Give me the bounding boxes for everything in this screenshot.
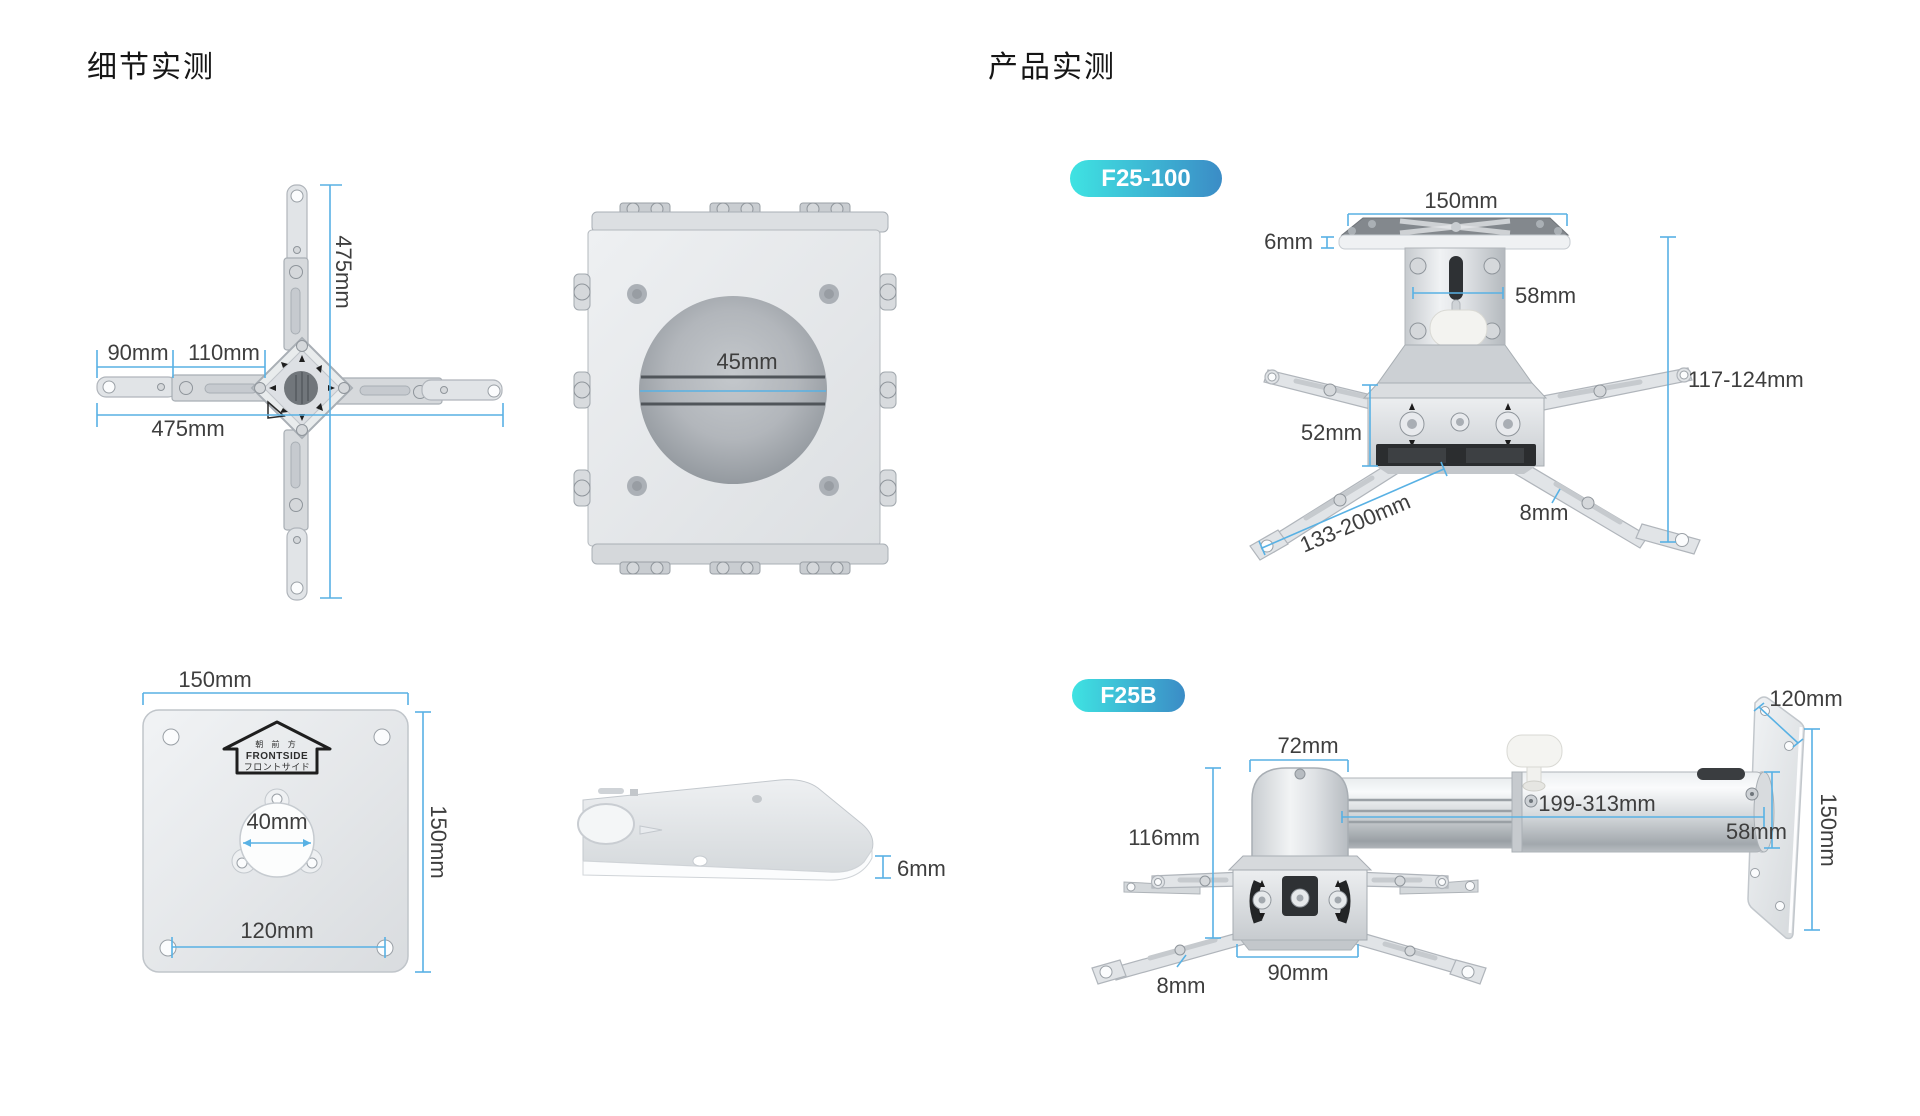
model-badge-f25-100: F25-100 (1070, 160, 1222, 197)
f25b-drawing (1091, 696, 1805, 985)
frontside-arrow-en: FRONTSIDE (246, 751, 308, 762)
model-badge-f25b-label: F25B (1100, 682, 1157, 708)
mount-plate-drawing: 朝 前 方 FRONTSIDE フロントサイド (142, 709, 409, 973)
figure-mount-plate-front: 朝 前 方 FRONTSIDE フロントサイド 150mm 40mm (142, 667, 451, 973)
dim-f25b-extension-range: 199-313mm (1538, 791, 1655, 816)
dim-f25100-plate-width: 150mm (1424, 188, 1497, 213)
dim-plate-hole-pitch: 120mm (240, 918, 313, 943)
side-screw-posts (573, 273, 897, 507)
bottom-screws (619, 561, 851, 575)
coupler-block-dimensions: 45mm (640, 349, 826, 392)
tilt-arrows (1409, 403, 1511, 447)
dim-f25b-head-width: 90mm (1267, 960, 1328, 985)
dim-f25b-wall-plate-width: 120mm (1769, 686, 1842, 711)
figure-f25-100: 150mm 6mm 58mm 52mm 117-124mm 133-200mm … (1249, 188, 1804, 561)
left-section-title: 细节实测 (87, 51, 215, 84)
bore-sphere (639, 296, 827, 484)
tilt-arrows-f25b (1259, 880, 1341, 920)
dim-plate-thickness: 6mm (897, 856, 946, 881)
figure-f25b: 72mm 116mm 199-313mm 58mm 120mm 150mm (1091, 686, 1843, 998)
model-badge-f25b: F25B (1072, 679, 1185, 712)
dim-f25b-arm-thickness: 8mm (1157, 973, 1206, 998)
dim-cross-horizontal: 475mm (151, 416, 224, 441)
dim-f25100-plate-thickness: 6mm (1264, 229, 1313, 254)
dim-plate-height: 150mm (426, 805, 451, 878)
dim-plate-width: 150mm (178, 667, 251, 692)
tension-knob (1429, 309, 1488, 348)
cross-bracket-dimensions: 475mm 90mm 110mm 475mm (96, 184, 504, 599)
dim-f25b-bracket-width: 72mm (1277, 733, 1338, 758)
plate-side-dimensions: 6mm (875, 855, 946, 881)
dim-f25b-wall-plate-height: 150mm (1816, 793, 1841, 866)
dim-f25100-overall-height: 117-124mm (1688, 367, 1804, 392)
coupler-block-drawing (573, 202, 897, 575)
model-badge-f25-100-label: F25-100 (1101, 164, 1191, 192)
dim-f25100-arm-thickness: 8mm (1520, 500, 1569, 525)
mount-plate-dimensions: 150mm 40mm 120mm 150mm (142, 667, 451, 973)
figure-cross-bracket: 475mm 90mm 110mm 475mm (96, 184, 504, 601)
frontside-arrow: 朝 前 方 FRONTSIDE フロントサイド (222, 720, 332, 775)
dim-cross-vertical: 475mm (331, 235, 356, 308)
right-section-title: 产品实测 (988, 51, 1116, 84)
f25b-dimensions: 72mm 116mm 199-313mm 58mm 120mm 150mm (1128, 686, 1842, 998)
figure-mount-plate-side: 6mm (577, 779, 946, 881)
dim-bore-diameter: 45mm (716, 349, 777, 374)
dim-f25b-tube-diameter: 58mm (1726, 819, 1787, 844)
dim-f25100-head-height: 52mm (1301, 420, 1362, 445)
cross-bracket-drawing (96, 184, 503, 601)
plate-side-drawing (577, 779, 874, 881)
dim-f25100-column-diameter: 58mm (1515, 283, 1576, 308)
figure-coupler-block: 45mm (573, 202, 897, 575)
locking-knob (1506, 734, 1563, 792)
dim-cross-right-offset: 110mm (188, 340, 260, 365)
dim-f25b-head-height: 116mm (1128, 825, 1200, 850)
frontside-arrow-jp: フロントサイド (244, 762, 311, 772)
frontside-arrow-cn: 朝 前 方 (255, 739, 298, 749)
dim-plate-center-hole: 40mm (246, 809, 307, 834)
f25-100-drawing (1249, 217, 1701, 561)
center-hub (231, 788, 323, 878)
dim-cross-left-offset: 90mm (107, 340, 168, 365)
